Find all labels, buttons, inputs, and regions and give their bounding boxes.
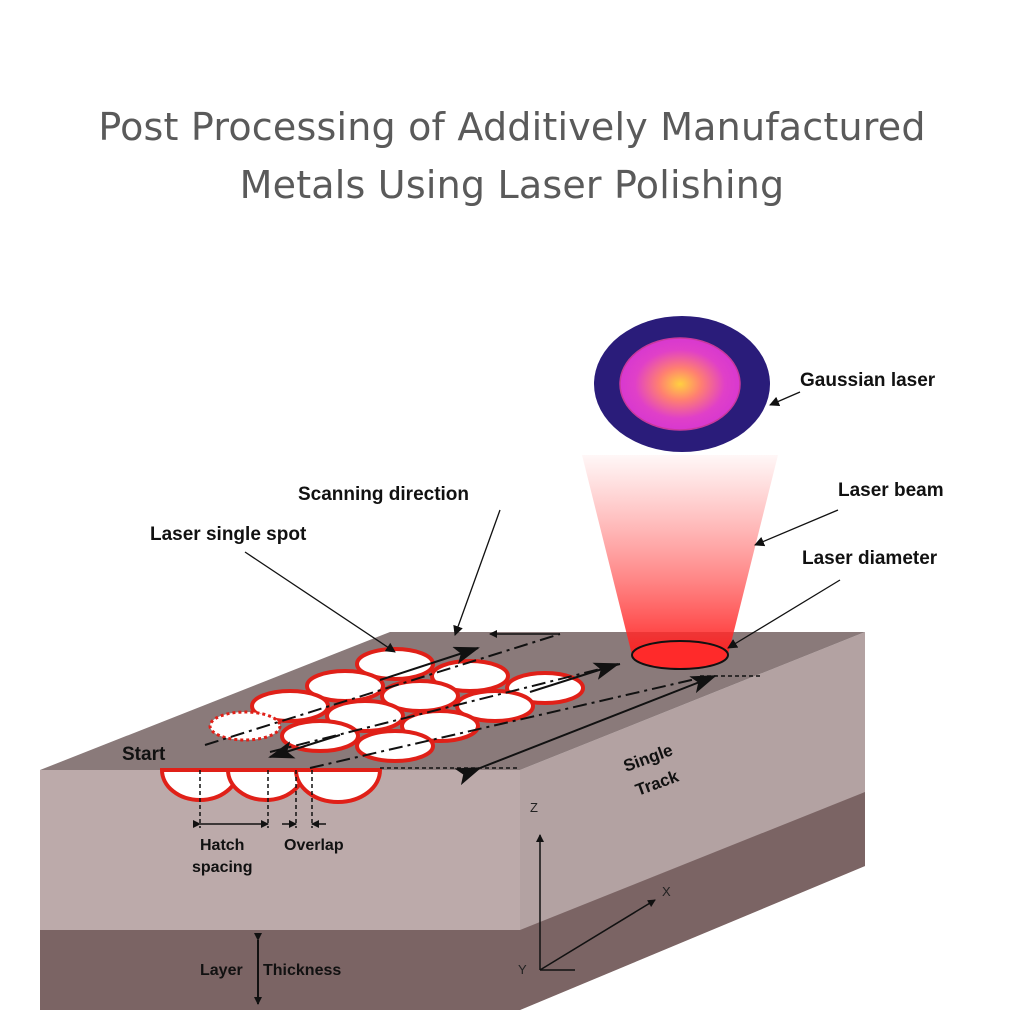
hatch-dimension [193, 770, 326, 828]
label-scanning-direction: Scanning direction [298, 484, 469, 505]
label-thickness: Thickness [263, 962, 341, 979]
label-overlap: Overlap [284, 837, 344, 854]
label-axis-x: X [662, 884, 671, 899]
leader-lines [244, 391, 841, 653]
label-gaussian-laser: Gaussian laser [800, 370, 936, 391]
scan-arrow-back [268, 734, 341, 759]
axes [536, 834, 656, 971]
label-axis-z: Z [530, 800, 538, 815]
label-laser-beam: Laser beam [838, 480, 944, 501]
layer-band-front [40, 930, 520, 1010]
label-start: Start [122, 744, 166, 765]
title-line-1: Post Processing of Additively Manufactur… [98, 105, 926, 149]
layer-band-side [520, 792, 865, 1010]
gaussian-laser-inner [619, 337, 741, 431]
front-edge-spots [159, 768, 383, 804]
laser-beam-cone [582, 455, 778, 655]
label-spacing: spacing [192, 859, 252, 876]
single-track-line [454, 675, 717, 786]
label-layer: Layer [200, 962, 243, 979]
label-axis-y: Y [518, 962, 527, 977]
page-title: Post Processing of Additively Manufactur… [0, 98, 1024, 214]
label-laser-single-spot: Laser single spot [150, 524, 307, 545]
laser-diameter-spot [631, 640, 729, 670]
scan-arrow-1 [379, 646, 480, 681]
title-line-2: Metals Using Laser Polishing [239, 163, 785, 207]
label-hatch: Hatch [200, 837, 244, 854]
label-laser-diameter: Laser diameter [802, 548, 938, 569]
start-spot [208, 710, 282, 742]
